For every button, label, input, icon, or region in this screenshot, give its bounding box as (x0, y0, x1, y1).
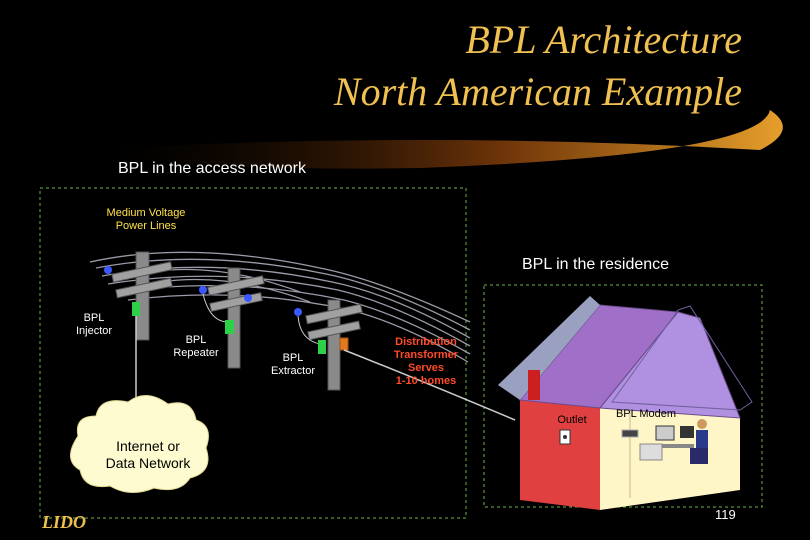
lido-logo: LIDO (42, 512, 86, 532)
page-number: 119 (715, 507, 736, 522)
internet-cloud-icon (70, 395, 209, 493)
bpl-modem-label: BPL Modem (615, 408, 677, 420)
outlet-label: Outlet (557, 414, 587, 426)
access-network-box (39, 187, 467, 519)
utility-pole-3 (294, 299, 363, 391)
person-icon (697, 419, 707, 429)
house-icon (498, 296, 753, 510)
access-network-heading: BPL in the access network (118, 160, 306, 177)
slide-title-line2: North American Example (333, 69, 742, 114)
bpl-modem-icon (621, 429, 639, 438)
computer-icon (655, 425, 675, 441)
residence-box (483, 284, 763, 508)
title-swoosh (80, 110, 783, 169)
service-drop-cable (343, 349, 516, 421)
utility-pole-2 (199, 267, 265, 369)
slide-title-line1: BPL Architecture (465, 17, 742, 62)
bpl-injector-box (132, 302, 140, 316)
residence-heading: BPL in the residence (522, 256, 670, 273)
utility-pole-1 (104, 251, 173, 341)
